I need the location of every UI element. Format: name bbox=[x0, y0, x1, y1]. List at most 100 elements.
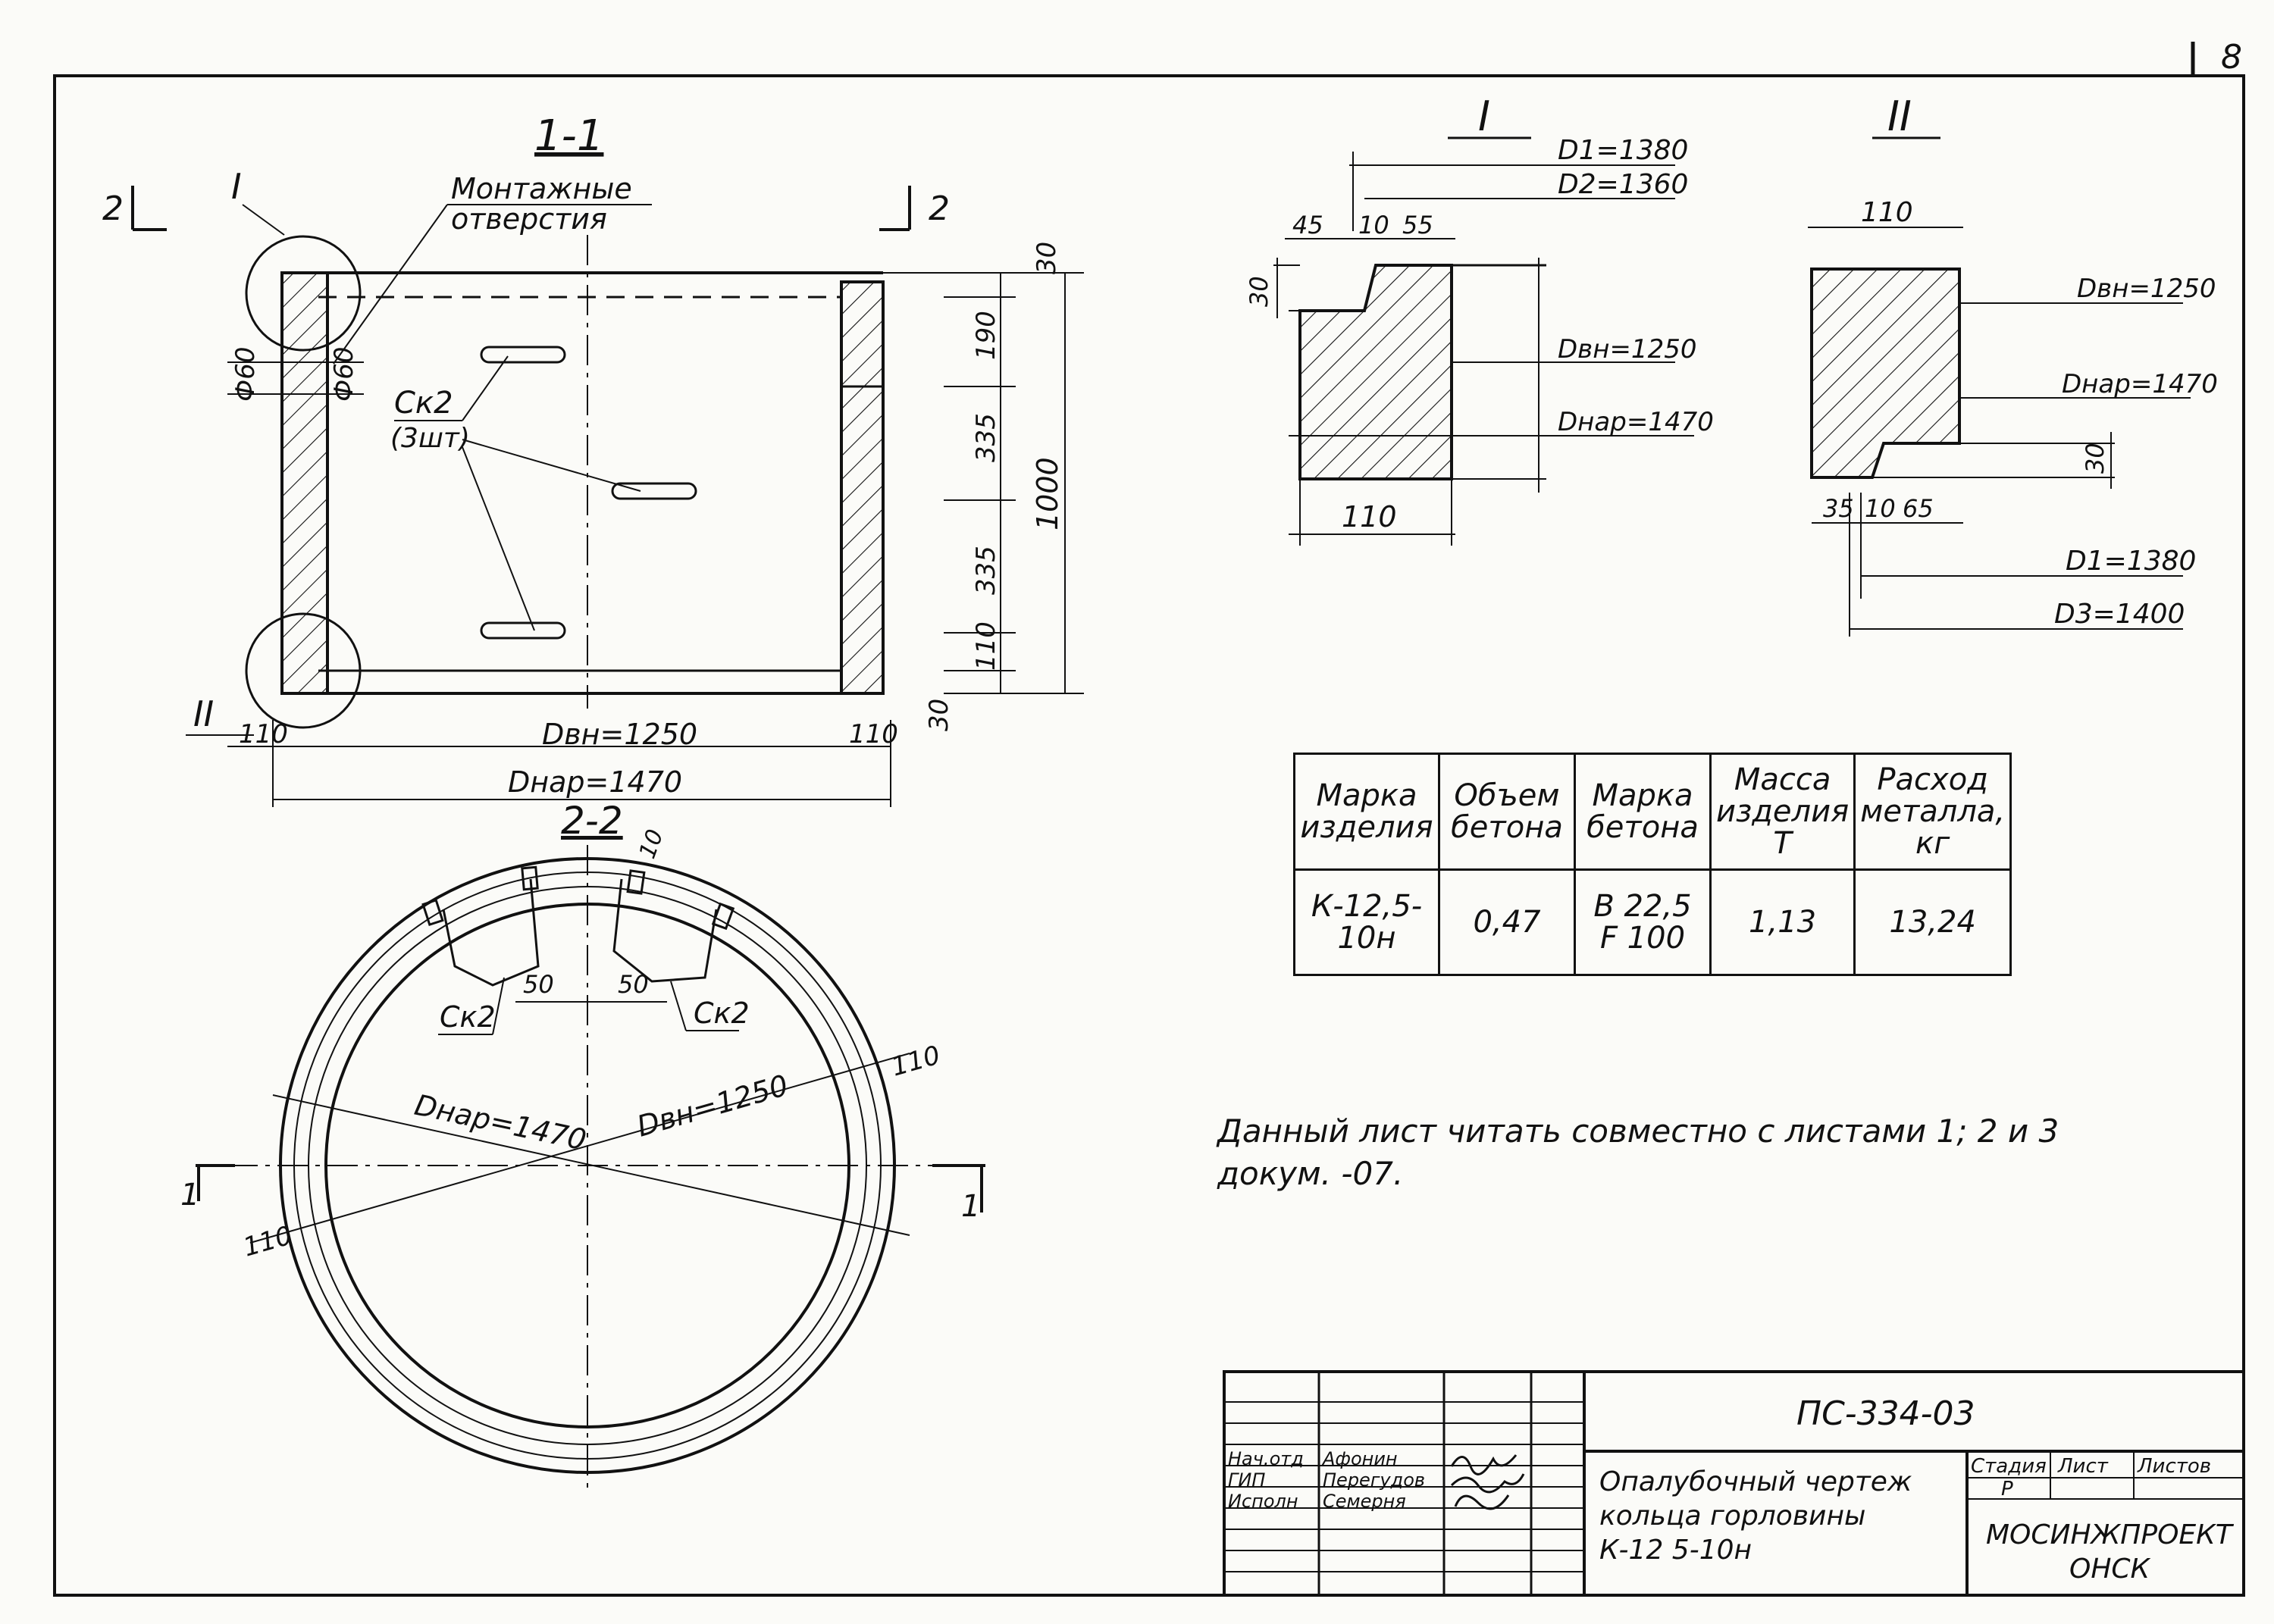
sheet-number: 8 bbox=[2221, 38, 2242, 77]
detail-I-d1: D1=1380 bbox=[1558, 135, 1688, 166]
section-inner-dia: Dвн=1250 bbox=[542, 718, 697, 751]
detail-I-title: I bbox=[1478, 92, 1490, 140]
spec-cell-mass: 1,13 bbox=[1709, 868, 1856, 976]
cut-mark-2-right: 2 bbox=[929, 189, 950, 228]
ring-wall-left: 110 bbox=[240, 1220, 295, 1263]
stage-value: Р bbox=[2001, 1478, 2013, 1500]
callout-circle-II bbox=[245, 612, 362, 729]
bracket-left-label: Ск2 bbox=[440, 1000, 496, 1034]
mounting-holes-label-1: Монтажные bbox=[451, 172, 632, 205]
stage-label: Стадия bbox=[1971, 1455, 2047, 1478]
detail-I: I D1=1380 D2=1360 45 10 55 30 Dвн=1250 D… bbox=[1245, 92, 1714, 546]
detail-I-profile bbox=[1298, 264, 1453, 480]
detail-I-w55: 55 bbox=[1402, 211, 1433, 239]
bracket-ref: Ск2 bbox=[394, 386, 453, 421]
spec-header-grade: Марка бетона bbox=[1574, 753, 1712, 871]
spec-cell-mark: К-12,5-10н bbox=[1293, 868, 1440, 976]
spec-header-metal: Расход металла, кг bbox=[1853, 753, 2012, 871]
spec-table: Марка изделия Объем бетона Марка бетона … bbox=[1293, 753, 2012, 976]
dim-30-top: 30 bbox=[1032, 242, 1062, 274]
top-gap: 10 bbox=[634, 826, 669, 862]
detail-II-title: II bbox=[1887, 92, 1912, 140]
ring-wall-right: 110 bbox=[888, 1040, 943, 1082]
spec-table-row: К-12,5-10н 0,47 В 22,5 F 100 1,13 13,24 bbox=[1293, 868, 2012, 976]
callout-II: II bbox=[193, 693, 214, 734]
cut-mark-1-left: 1 bbox=[180, 1178, 199, 1213]
bracket-count: (3шт) bbox=[390, 423, 470, 454]
name-head: Афонин bbox=[1323, 1448, 1398, 1469]
spec-cell-volume: 0,47 bbox=[1438, 868, 1576, 976]
sheet-frame bbox=[53, 74, 2245, 1597]
left-wall bbox=[280, 271, 329, 695]
bracket-mid bbox=[611, 482, 697, 500]
dim-1000: 1000 bbox=[1031, 457, 1064, 530]
signature-2 bbox=[1450, 1473, 1525, 1494]
detail-I-d2: D2=1360 bbox=[1558, 169, 1688, 200]
detail-I-inner: Dвн=1250 bbox=[1558, 334, 1696, 365]
spec-table-header-row: Марка изделия Объем бетона Марка бетона … bbox=[1293, 753, 2012, 871]
name-executor: Семерня bbox=[1323, 1491, 1406, 1512]
title-line-2: кольца горловины bbox=[1599, 1500, 1866, 1532]
dim-110: 110 bbox=[971, 621, 1001, 671]
detail-II-w35: 35 bbox=[1823, 494, 1854, 523]
sheet-label: Лист bbox=[2058, 1455, 2108, 1478]
section-2-2: 2-2 Dнар=1470 Dвн=1250 110 110 1 1 Ск2 С… bbox=[180, 799, 985, 1493]
detail-I-step: 30 bbox=[1245, 276, 1273, 307]
section-1-1-title: 1-1 bbox=[534, 111, 603, 161]
sheet-note: Данный лист читать совместно с листами 1… bbox=[1217, 1112, 2059, 1192]
spec-cell-grade: В 22,5 F 100 bbox=[1574, 868, 1712, 976]
doc-code: ПС-334-03 bbox=[1796, 1394, 1975, 1433]
signature-3 bbox=[1454, 1494, 1510, 1510]
dim-30-bottom: 30 bbox=[924, 699, 954, 731]
section-2-2-title: 2-2 bbox=[561, 799, 623, 843]
callout-circle-I bbox=[245, 235, 362, 352]
role-gip: ГИП bbox=[1228, 1469, 1266, 1491]
detail-II-outer: Dнар=1470 bbox=[2062, 369, 2218, 399]
detail-I-outer: Dнар=1470 bbox=[1558, 407, 1714, 437]
title-block-grid bbox=[1223, 1370, 2245, 1597]
section-1-1: 1-1 2 2 I Монтажные отверстия II bbox=[102, 111, 1084, 807]
detail-II-d1: D1=1380 bbox=[2066, 546, 2196, 577]
signature-1 bbox=[1450, 1454, 1518, 1475]
sheets-label: Листов bbox=[2138, 1455, 2212, 1478]
detail-II-width: 110 bbox=[1861, 197, 1913, 228]
dim-190: 190 bbox=[971, 311, 1001, 360]
dim-335-2: 335 bbox=[971, 546, 1001, 595]
ring-outer-dia: Dнар=1470 bbox=[412, 1088, 589, 1157]
org-line-1: МОСИНЖПРОЕКТ bbox=[1986, 1519, 2232, 1550]
bracket-bottom bbox=[480, 621, 566, 640]
gap-left: 50 bbox=[523, 970, 554, 999]
spec-header-mass: Масса изделия Т bbox=[1709, 753, 1856, 871]
bracket-left-plan bbox=[442, 878, 540, 987]
detail-II: II 110 Dвн=1250 Dнар=1470 30 35 10 65 D1… bbox=[1808, 92, 2218, 637]
detail-II-step: 30 bbox=[2081, 443, 2110, 474]
spec-header-volume: Объем бетона bbox=[1438, 753, 1576, 871]
org-line-2: ОНСК bbox=[2069, 1554, 2150, 1585]
spec-header-mark: Марка изделия bbox=[1293, 753, 1440, 871]
detail-II-w10: 10 bbox=[1865, 494, 1896, 523]
cut-mark-2-left: 2 bbox=[102, 189, 124, 228]
wall-left-110: 110 bbox=[239, 719, 288, 749]
title-line-3: К-12 5-10н bbox=[1599, 1535, 1752, 1566]
role-head: Нач.отд bbox=[1228, 1448, 1304, 1469]
bracket-top bbox=[480, 346, 566, 364]
detail-II-w65: 65 bbox=[1903, 494, 1934, 523]
role-executor: Исполн bbox=[1228, 1491, 1298, 1512]
detail-I-w10: 10 bbox=[1358, 211, 1389, 239]
name-gip: Перегудов bbox=[1323, 1469, 1426, 1491]
detail-II-inner: Dвн=1250 bbox=[2077, 274, 2216, 304]
mounting-holes-label-2: отверстия bbox=[451, 202, 607, 236]
hole-dia-1: Ф60 bbox=[230, 346, 261, 402]
section-outer-dia: Dнар=1470 bbox=[508, 765, 682, 799]
bracket-right-label: Ск2 bbox=[694, 997, 750, 1030]
spec-cell-metal: 13,24 bbox=[1853, 868, 2012, 976]
bracket-right-plan bbox=[612, 878, 718, 983]
detail-I-width: 110 bbox=[1342, 500, 1397, 534]
title-line-1: Опалубочный чертеж bbox=[1599, 1466, 1912, 1497]
right-wall bbox=[840, 280, 885, 695]
detail-II-d3: D3=1400 bbox=[2054, 599, 2185, 630]
gap-right: 50 bbox=[618, 970, 649, 999]
detail-I-w45: 45 bbox=[1292, 211, 1323, 239]
ring-inner-dia: Dвн=1250 bbox=[633, 1069, 791, 1144]
